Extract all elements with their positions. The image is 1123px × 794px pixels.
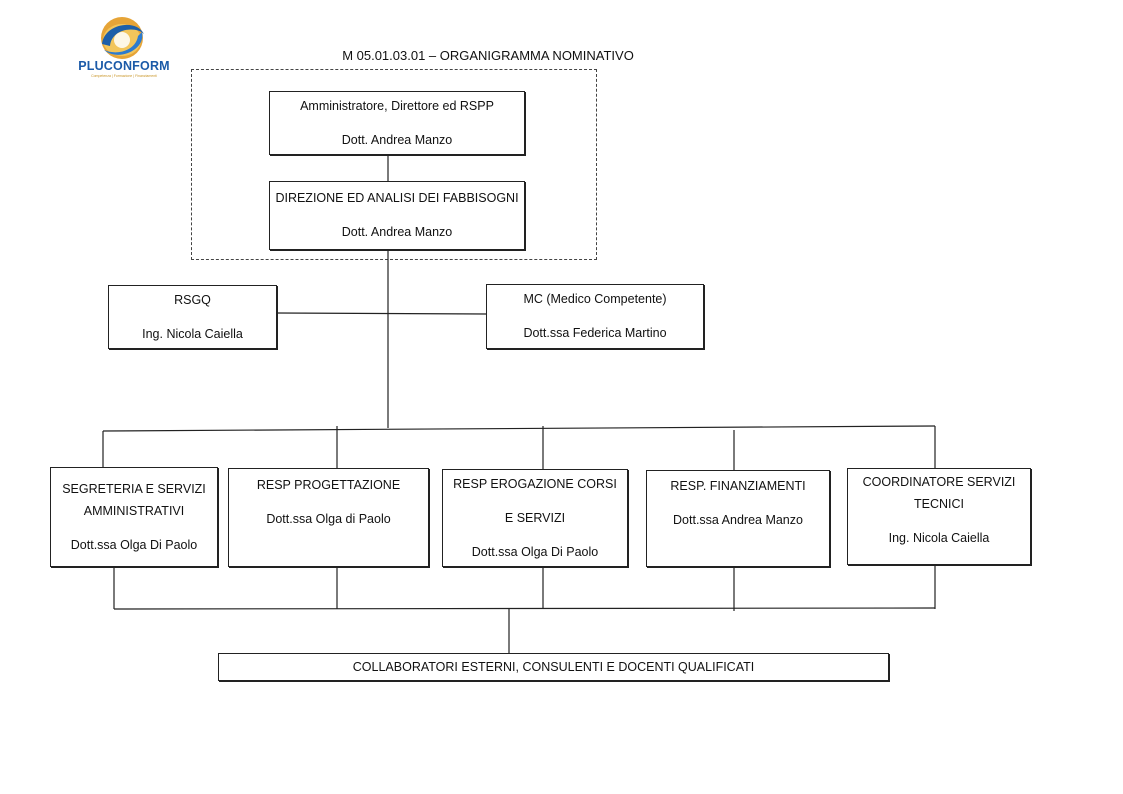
box-role-line1: RESP PROGETTAZIONE bbox=[256, 478, 401, 492]
box-person: Dott.ssa Olga di Paolo bbox=[266, 512, 391, 526]
box-role: Amministratore, Direttore ed RSPP bbox=[300, 98, 494, 113]
box-role-line1: RESP. FINANZIAMENTI bbox=[670, 479, 806, 493]
box-role-line2: E SERVIZI bbox=[504, 510, 566, 525]
box-role-line1: RESP EROGAZIONE CORSI bbox=[453, 476, 617, 491]
box-erogazione: RESP EROGAZIONE CORSI E SERVIZI Dott.ssa… bbox=[442, 469, 628, 567]
box-progettazione: RESP PROGETTAZIONE Dott.ssa Olga di Paol… bbox=[228, 468, 429, 567]
box-role-line1: SEGRETERIA E SERVIZI bbox=[62, 481, 206, 496]
box-person: Dott.ssa Olga Di Paolo bbox=[471, 544, 599, 559]
box-role: MC (Medico Competente) bbox=[523, 292, 667, 306]
logo-tagline: Competenza | Formazione | Finanziamenti bbox=[91, 74, 157, 78]
box-role: RSGQ bbox=[174, 292, 211, 307]
document-title: M 05.01.03.01 – ORGANIGRAMMA NOMINATIVO bbox=[342, 48, 634, 63]
box-role: DIREZIONE ED ANALISI DEI FABBISOGNI bbox=[275, 191, 519, 205]
box-finanziamenti: RESP. FINANZIAMENTI Dott.ssa Andrea Manz… bbox=[646, 470, 830, 567]
box-person: Dott.ssa Olga Di Paolo bbox=[70, 537, 198, 552]
box-amministratore: Amministratore, Direttore ed RSPP Dott. … bbox=[269, 91, 525, 155]
box-role-line2: TECNICI bbox=[914, 497, 964, 511]
company-logo-icon bbox=[101, 17, 144, 59]
box-person: Dott. Andrea Manzo bbox=[341, 225, 453, 239]
management-group-frame bbox=[191, 69, 597, 260]
box-direzione: DIREZIONE ED ANALISI DEI FABBISOGNI Dott… bbox=[269, 181, 525, 250]
box-person: Ing. Nicola Caiella bbox=[142, 326, 243, 341]
box-role-line1: COORDINATORE SERVIZI bbox=[862, 475, 1016, 489]
box-rsgq: RSGQ Ing. Nicola Caiella bbox=[108, 285, 277, 349]
box-coordinatore: COORDINATORE SERVIZI TECNICI Ing. Nicola… bbox=[847, 468, 1031, 565]
box-medico-competente: MC (Medico Competente) Dott.ssa Federica… bbox=[486, 284, 704, 349]
box-person: Ing. Nicola Caiella bbox=[888, 531, 990, 545]
box-segreteria: SEGRETERIA E SERVIZI AMMINISTRATIVI Dott… bbox=[50, 467, 218, 567]
logo-wordmark: PLUCONFORM bbox=[78, 59, 170, 73]
box-collaboratori: COLLABORATORI ESTERNI, CONSULENTI E DOCE… bbox=[218, 653, 889, 681]
box-person: Dott.ssa Federica Martino bbox=[523, 326, 667, 340]
box-person: Dott.ssa Andrea Manzo bbox=[673, 513, 803, 527]
box-label: COLLABORATORI ESTERNI, CONSULENTI E DOCE… bbox=[352, 659, 755, 674]
box-role-line2: AMMINISTRATIVI bbox=[83, 503, 185, 518]
box-person: Dott. Andrea Manzo bbox=[341, 132, 453, 147]
